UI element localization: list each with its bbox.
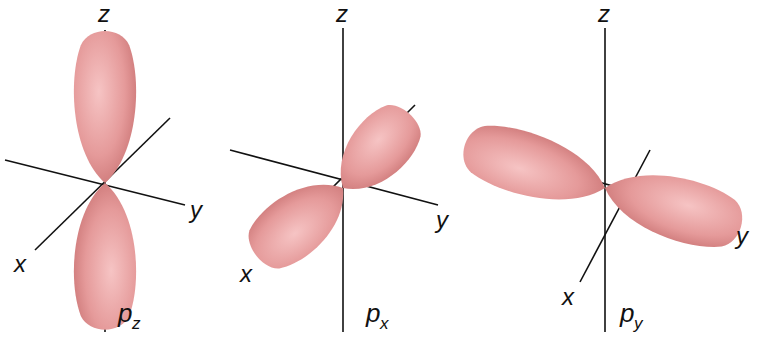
orbital-subscript: z <box>132 315 141 332</box>
orbital-subscript: x <box>380 315 389 332</box>
orbital-subscript: y <box>634 315 643 332</box>
axis-label: z <box>336 2 348 26</box>
axis-label: x <box>240 262 252 286</box>
axis-label: y <box>436 208 448 232</box>
orbital-label: p <box>366 300 380 326</box>
orbital-lobes <box>74 31 750 330</box>
axis-label: z <box>98 2 110 26</box>
axis-label: z <box>598 2 610 26</box>
orbital-label: p <box>118 300 132 326</box>
axis-label: y <box>190 198 202 222</box>
axis-label: x <box>562 285 574 309</box>
axis-label: y <box>736 224 748 248</box>
orbital-label: p <box>620 300 634 326</box>
axis-label: x <box>14 252 26 276</box>
